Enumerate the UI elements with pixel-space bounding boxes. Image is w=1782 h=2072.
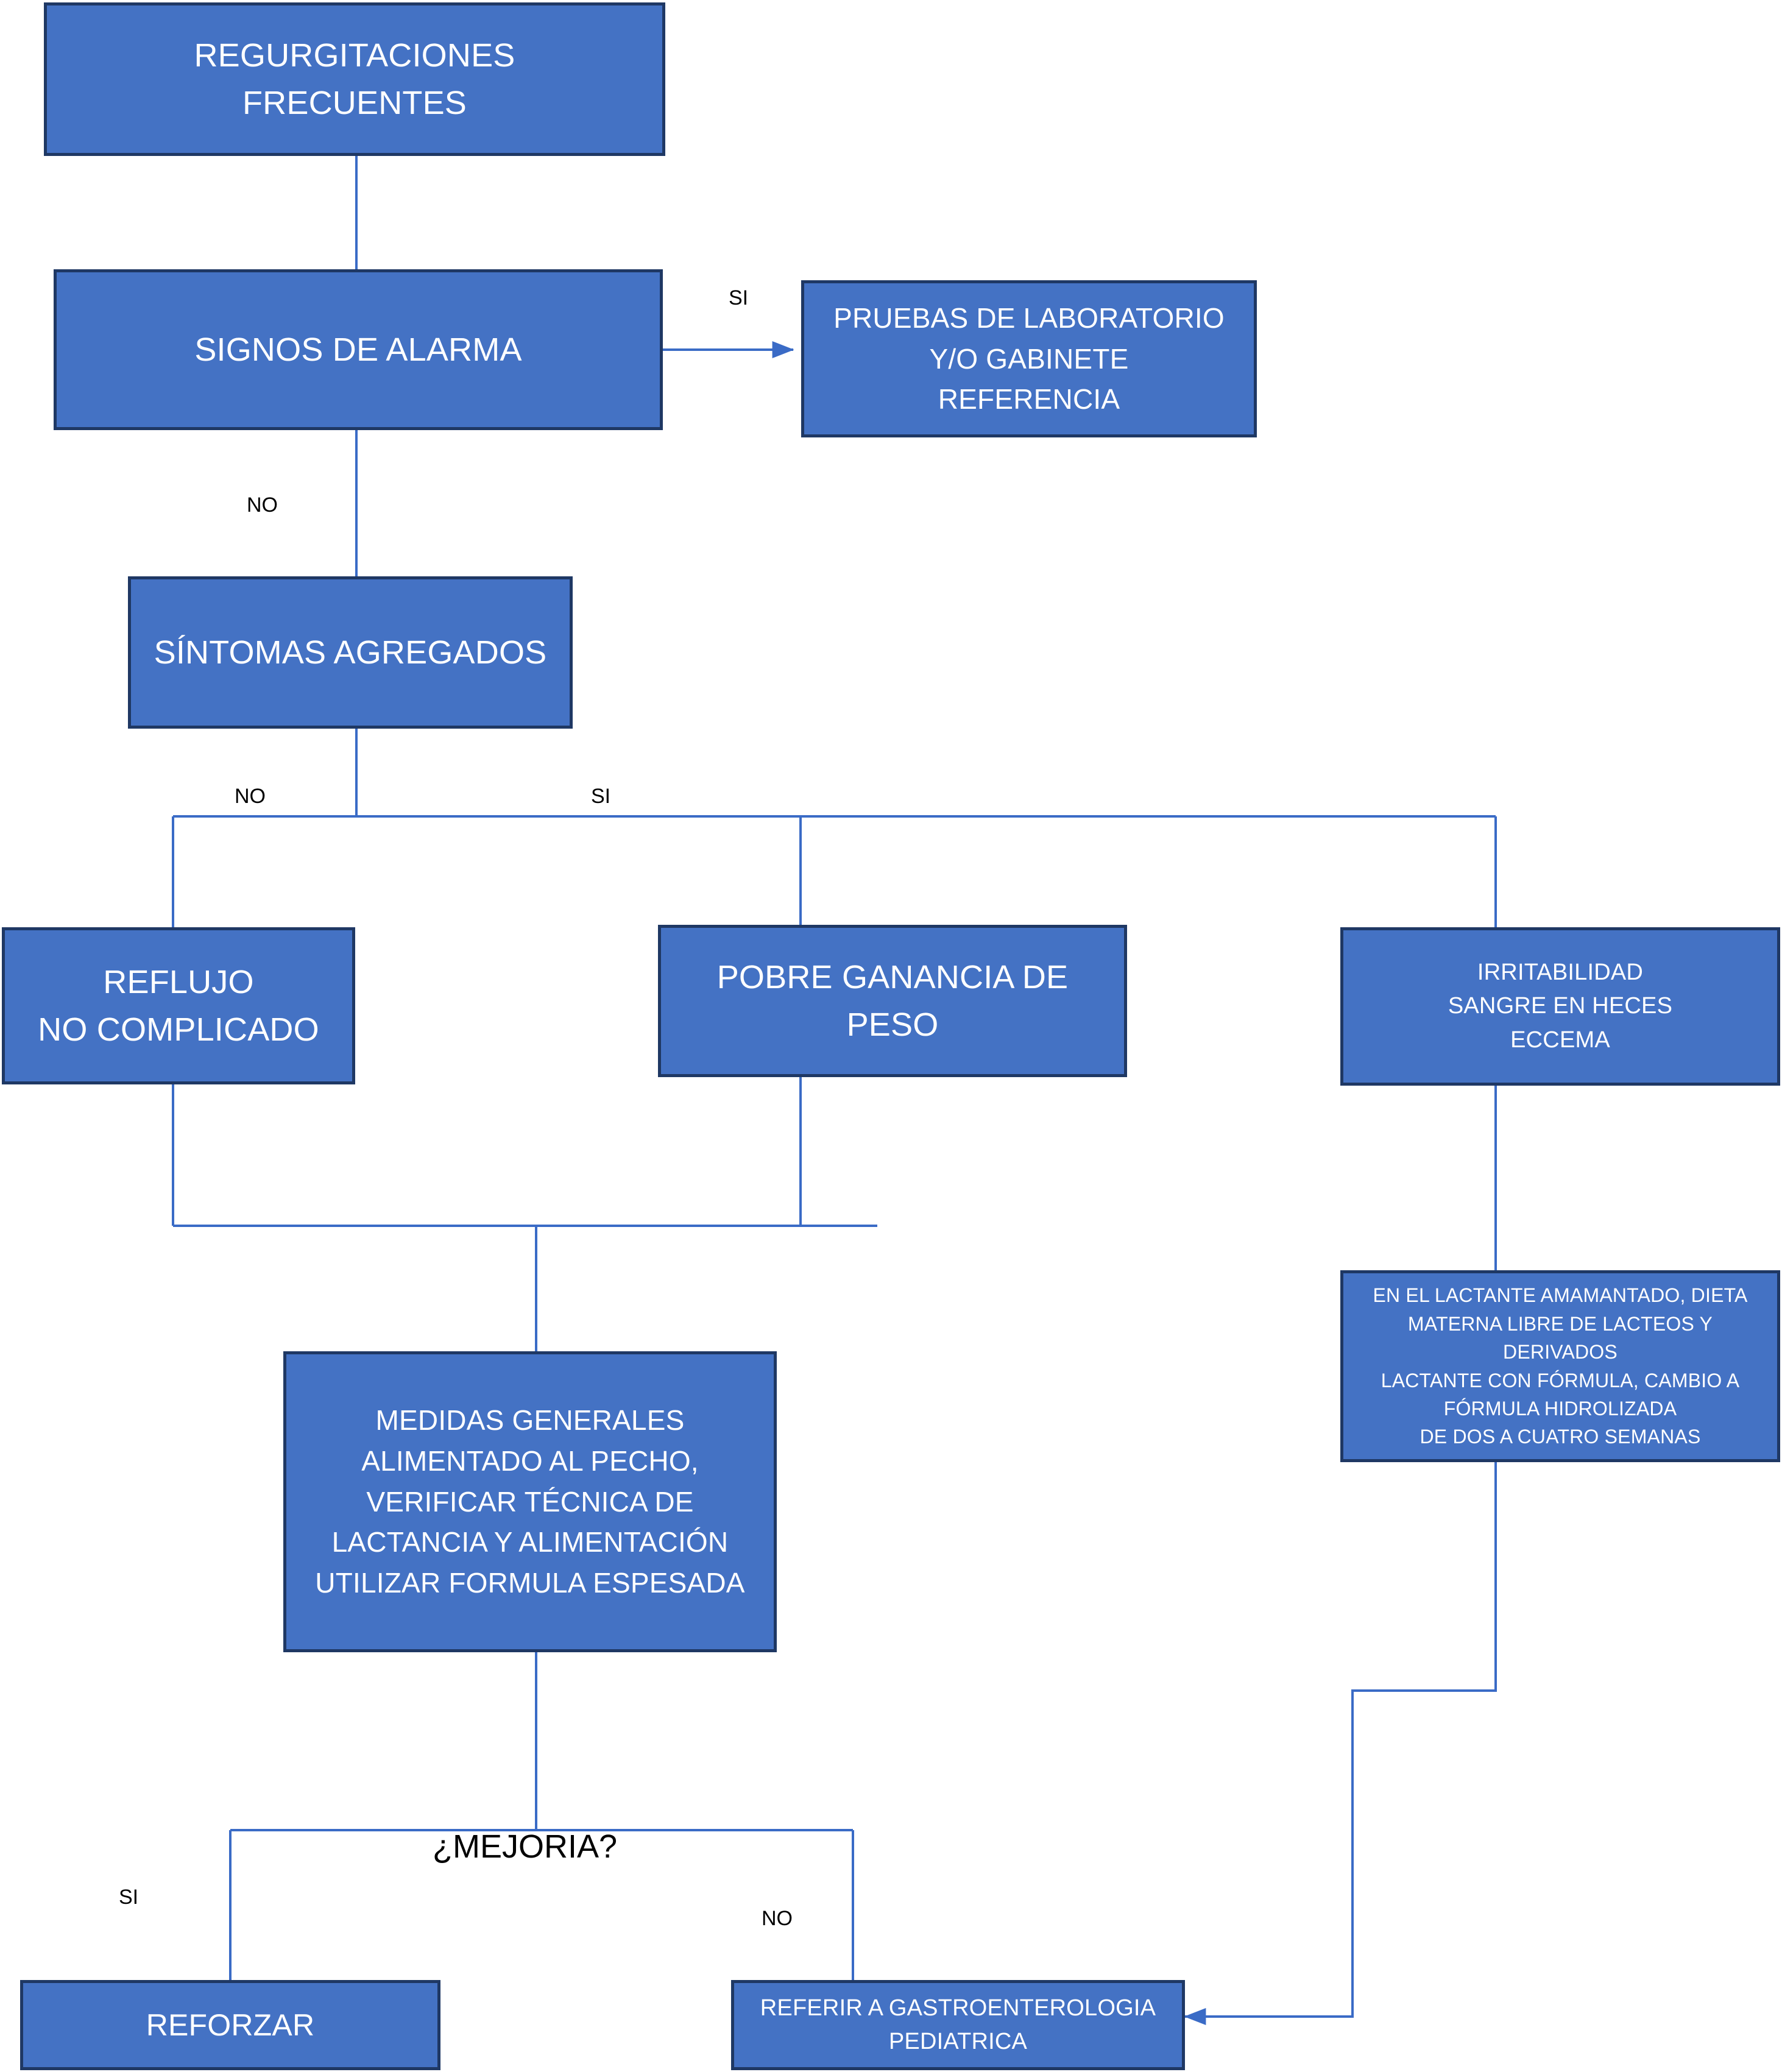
node-dieta-materna-formula[interactable]: EN EL LACTANTE AMAMANTADO, DIETA MATERNA… — [1340, 1270, 1780, 1462]
node-reflujo-no-complicado[interactable]: REFLUJO NO COMPLICADO — [2, 927, 355, 1084]
connector-dieta-to-referir — [1184, 1462, 1497, 2025]
edge-label-no-sintomas: NO — [235, 785, 266, 808]
node-pobre-ganancia-de-peso[interactable]: POBRE GANANCIA DE PESO — [658, 925, 1127, 1077]
edge-label-no-mejoria: NO — [762, 1907, 793, 1930]
node-referir-gastroenterologia[interactable]: REFERIR A GASTROENTEROLOGIA PEDIATRICA — [731, 1980, 1185, 2070]
decision-label-mejoria: ¿MEJORIA? — [433, 1828, 618, 1865]
edge-label-si-sintomas: SI — [591, 785, 611, 808]
node-sintomas-agregados[interactable]: SÍNTOMAS AGREGADOS — [128, 576, 573, 729]
edge-label-si-alarma: SI — [729, 286, 749, 309]
node-medidas-generales[interactable]: MEDIDAS GENERALES ALIMENTADO AL PECHO, V… — [283, 1351, 777, 1652]
edge-label-si-mejoria: SI — [119, 1886, 139, 1909]
node-pruebas-laboratorio[interactable]: PRUEBAS DE LABORATORIO Y/O GABINETE REFE… — [801, 280, 1257, 437]
edge-label-no-alarma: NO — [247, 493, 278, 517]
node-irritabilidad-sangre-eccema[interactable]: IRRITABILIDAD SANGRE EN HECES ECCEMA — [1340, 927, 1780, 1086]
node-regurgitaciones-frecuentes[interactable]: REGURGITACIONES FRECUENTES — [44, 2, 665, 156]
node-signos-de-alarma[interactable]: SIGNOS DE ALARMA — [54, 269, 663, 430]
node-reforzar[interactable]: REFORZAR — [20, 1980, 440, 2070]
